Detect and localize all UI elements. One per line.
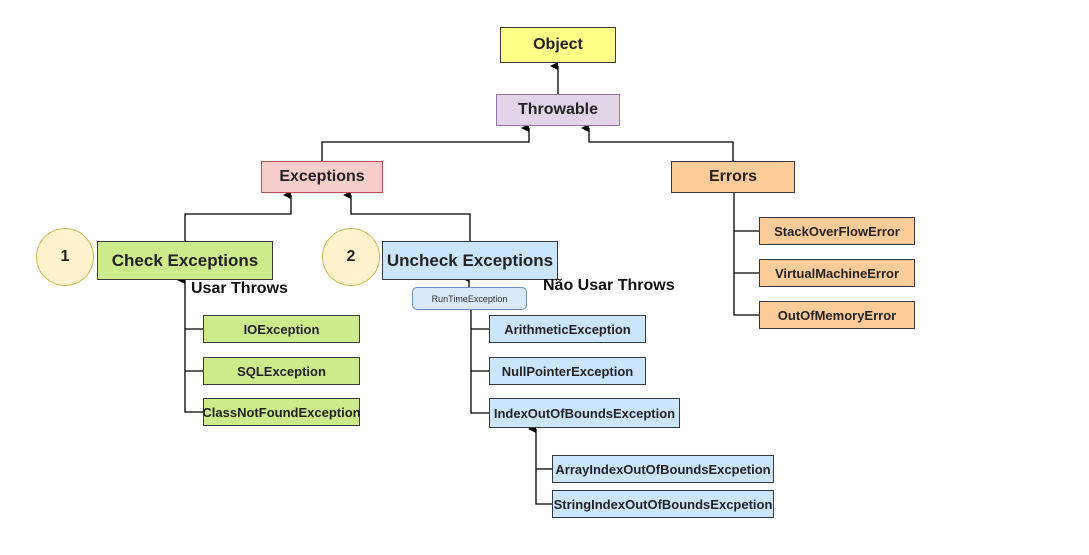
runtime-exception-node: RunTimeException <box>412 287 527 310</box>
marker-one: 1 <box>36 228 94 286</box>
io-exception-node: IOException <box>203 315 360 343</box>
null-pointer-exception-node: NullPointerException <box>489 357 646 385</box>
exceptions-node: Exceptions <box>261 161 383 193</box>
arithmetic-exception-node: ArithmeticException <box>489 315 646 343</box>
class-not-found-exception-node: ClassNotFoundException <box>202 398 361 426</box>
usar-throws-note: Usar Throws <box>191 280 288 297</box>
string-index-out-of-bounds-node: StringIndexOutOfBoundsExcpetion <box>552 490 774 518</box>
uncheck-exceptions-node: Uncheck Exceptions <box>382 241 558 280</box>
virtual-machine-error-node: VirtualMachineError <box>759 259 915 287</box>
array-index-out-of-bounds-node: ArrayIndexOutOfBoundsExcpetion <box>552 455 774 483</box>
index-out-of-bounds-exception-node: IndexOutOfBoundsException <box>489 398 680 428</box>
throwable-node: Throwable <box>496 94 620 126</box>
stack-overflow-error-node: StackOverFlowError <box>759 217 915 245</box>
errors-node: Errors <box>671 161 795 193</box>
check-exceptions-node: Check Exceptions <box>97 241 273 280</box>
nao-usar-throws-note: Não Usar Throws <box>543 277 675 294</box>
marker-two: 2 <box>322 228 380 286</box>
object-node: Object <box>500 27 616 63</box>
out-of-memory-error-node: OutOfMemoryError <box>759 301 915 329</box>
sql-exception-node: SQLException <box>203 357 360 385</box>
